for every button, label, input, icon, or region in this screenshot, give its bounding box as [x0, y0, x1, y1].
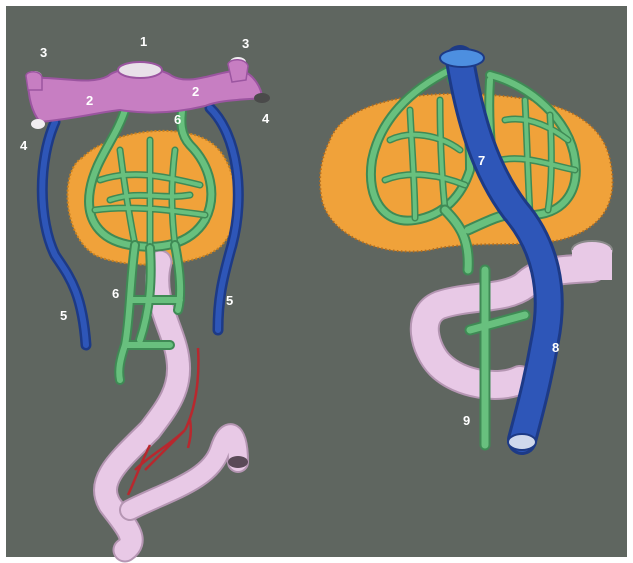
label-5-left: 5 — [60, 308, 67, 323]
right-gut-mouth — [572, 250, 612, 280]
left-artery-stub-right — [228, 60, 248, 82]
label-3-right: 3 — [242, 36, 249, 51]
label-4-left: 4 — [20, 138, 28, 153]
left-artery-end-right-bottom — [254, 93, 270, 103]
label-3-left: 3 — [40, 45, 47, 60]
label-6-top: 6 — [174, 112, 181, 127]
label-1: 1 — [140, 34, 147, 49]
label-6-stem: 6 — [112, 286, 119, 301]
right-vein-top-opening — [440, 49, 484, 67]
label-4-right: 4 — [262, 111, 270, 126]
label-2-right: 2 — [192, 84, 199, 99]
left-gut-end — [228, 456, 248, 468]
label-2-left: 2 — [86, 93, 93, 108]
label-9: 9 — [463, 413, 470, 428]
left-artery-top-opening — [118, 62, 162, 78]
label-5-right: 5 — [226, 293, 233, 308]
label-7: 7 — [478, 153, 485, 168]
left-artery-stub-left — [26, 72, 42, 90]
right-vein-bottom-opening — [508, 434, 536, 450]
left-artery-end-left-bottom — [31, 119, 45, 129]
label-8: 8 — [552, 340, 559, 355]
